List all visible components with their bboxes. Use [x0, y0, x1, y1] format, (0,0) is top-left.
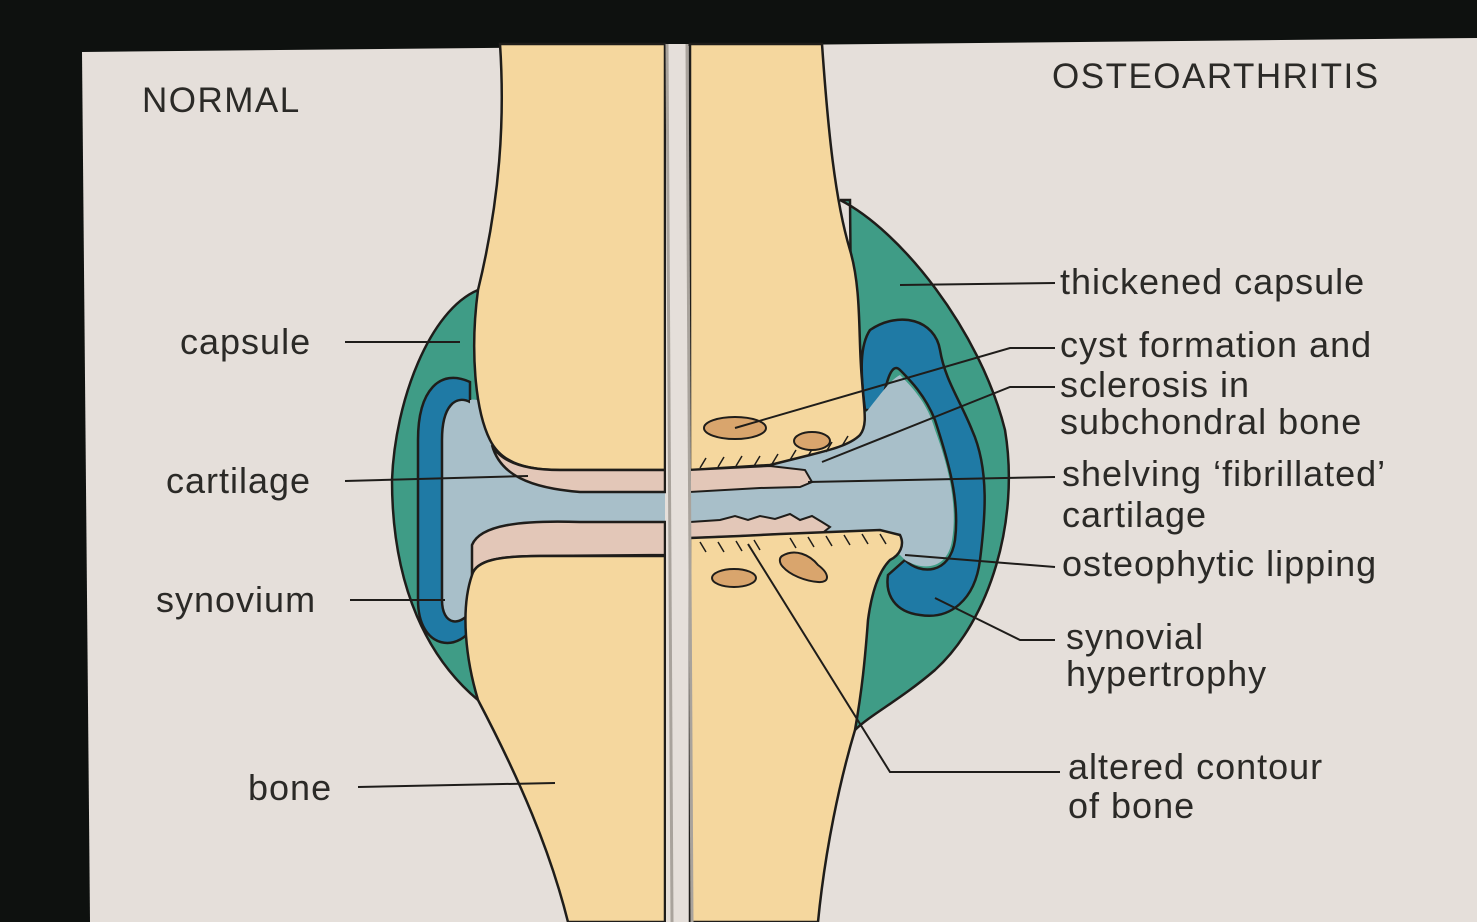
label-cartilage: cartilage [166, 462, 311, 500]
label-osteophytic: osteophytic lipping [1062, 545, 1377, 583]
heading-normal: NORMAL [142, 82, 301, 120]
label-synovium: synovium [156, 581, 316, 619]
label-synovial-line2: hypertrophy [1066, 655, 1267, 693]
heading-osteoarthritis: OSTEOARTHRITIS [1052, 58, 1380, 96]
cyst-lower-1 [712, 569, 756, 587]
normal-upper-bone [474, 44, 665, 470]
label-altered-line2: of bone [1068, 787, 1195, 825]
label-thickened-capsule: thickened capsule [1060, 263, 1365, 301]
label-cyst-line3: subchondral bone [1060, 403, 1362, 441]
label-shelving-line1: shelving ‘fibrillated’ [1062, 455, 1386, 493]
label-bone: bone [248, 769, 332, 807]
label-capsule: capsule [180, 323, 311, 361]
cyst-upper-2 [794, 432, 830, 450]
label-shelving-line2: cartilage [1062, 496, 1207, 534]
label-altered-line1: altered contour [1068, 748, 1323, 786]
oa-upper-cartilage [690, 466, 812, 492]
label-cyst-line2: sclerosis in [1060, 366, 1250, 404]
label-synovial-line1: synovial [1066, 618, 1204, 656]
label-cyst-line1: cyst formation and [1060, 326, 1372, 364]
